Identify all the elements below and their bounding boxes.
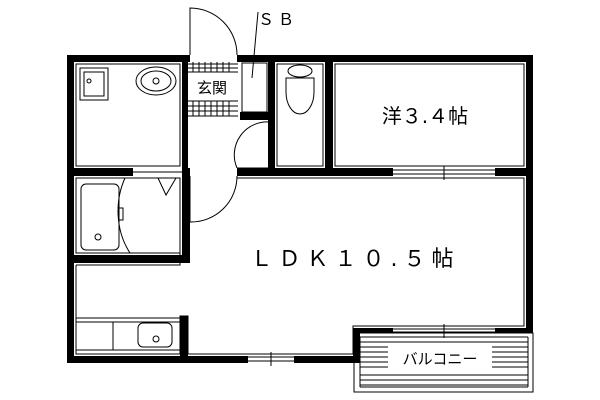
ldk-door bbox=[189, 175, 238, 223]
windows bbox=[248, 166, 495, 366]
entrance-tiles bbox=[188, 11, 268, 117]
interior-walls bbox=[67, 62, 533, 357]
washing-machine-icon bbox=[79, 67, 109, 101]
outer-walls bbox=[67, 55, 533, 363]
toilet-icon bbox=[287, 64, 313, 78]
doors bbox=[133, 7, 271, 223]
shoe-box-label: ＳＢ bbox=[258, 10, 298, 29]
western-room-label: 洋３.４帖 bbox=[382, 104, 468, 128]
hall-door bbox=[233, 121, 271, 169]
entrance-label: 玄関 bbox=[197, 79, 227, 97]
bath-door bbox=[157, 177, 177, 197]
ldk-label: ＬＤＫ１０.５帖 bbox=[251, 247, 460, 272]
kitchen-sink-icon bbox=[137, 322, 173, 348]
balcony bbox=[353, 332, 534, 393]
balcony-label: バルコニー bbox=[403, 350, 478, 368]
front-door bbox=[189, 7, 238, 56]
wash-basin-icon bbox=[135, 66, 177, 96]
bathtub-icon bbox=[80, 183, 120, 251]
kitchen-counter bbox=[76, 317, 180, 351]
fixtures bbox=[76, 64, 315, 351]
